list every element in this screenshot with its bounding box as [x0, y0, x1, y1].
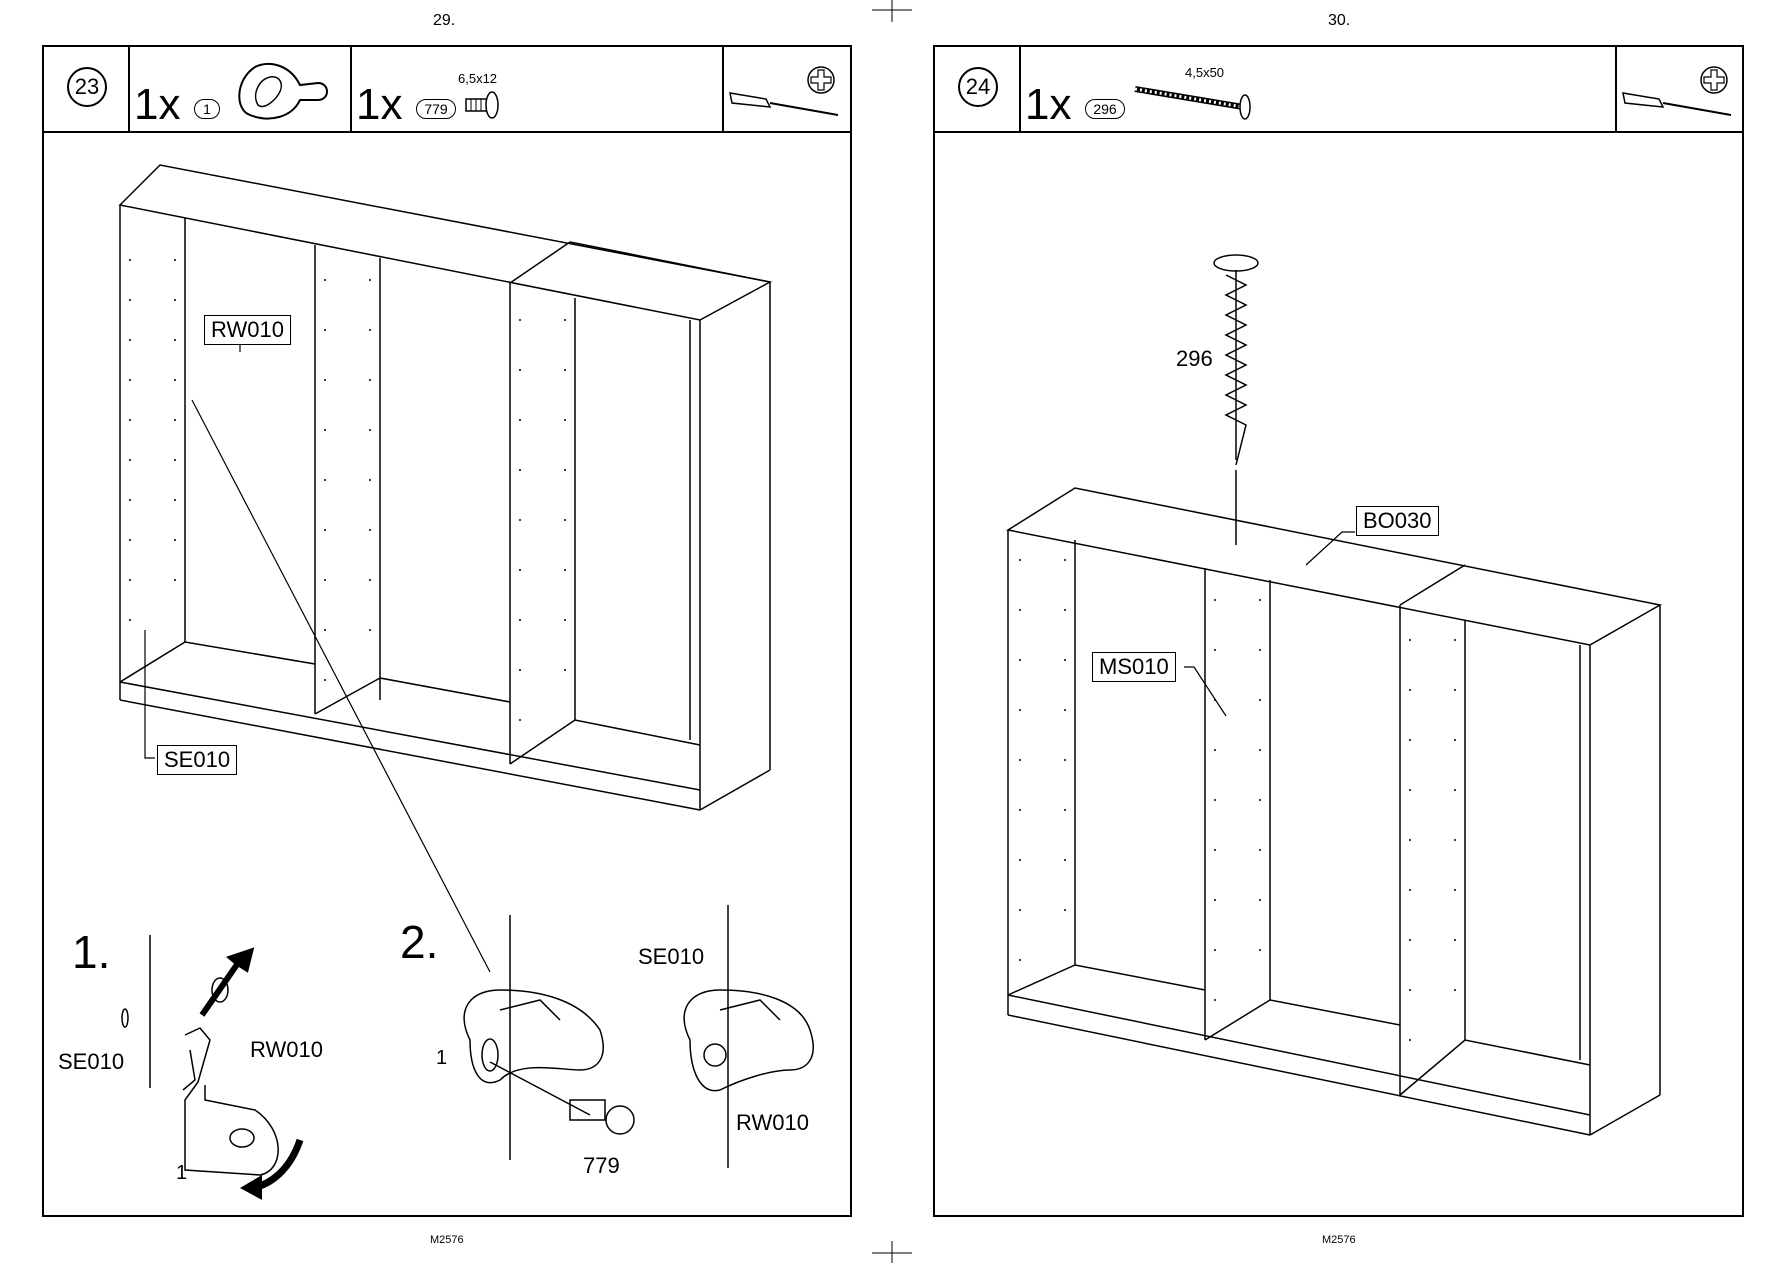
phillips-head-icon — [1700, 66, 1728, 94]
label-se010: SE010 — [157, 745, 238, 775]
part-number: 779 — [416, 99, 456, 119]
part-qty: 1x — [356, 80, 403, 129]
part-cell-1: 1x 296 4,5x50 — [1021, 47, 1617, 131]
part-number: 1 — [194, 99, 220, 119]
label-bo030: BO030 — [1356, 506, 1439, 536]
left-header: 23 1x 1 1x 779 6,5x12 — [44, 47, 850, 133]
step-number: 23 — [67, 67, 107, 107]
detail-2-rw-label: RW010 — [736, 1110, 809, 1135]
screwdriver-icon — [1622, 92, 1732, 116]
detail-1-number: 1. — [72, 926, 111, 978]
detail-1-part-label: 1 — [176, 1162, 188, 1184]
detail-2-part-label: 1 — [436, 1047, 448, 1069]
bracket-icon — [238, 63, 328, 120]
detail-1-se-label: SE010 — [58, 1049, 125, 1074]
part-qty: 1x — [1025, 80, 1072, 129]
right-step-panel: 24 1x 296 4,5x50 — [933, 45, 1744, 1217]
wardrobe-drawing-left — [118, 164, 773, 973]
part-cell-1: 1x 1 — [130, 47, 352, 131]
detail-2-number: 2. — [400, 916, 439, 968]
tool-cell — [724, 47, 850, 131]
screwdriver-icon — [729, 92, 839, 116]
detail-1-drawing — [121, 935, 304, 1200]
right-header: 24 1x 296 4,5x50 — [935, 47, 1742, 133]
right-page-number: 30. — [1328, 12, 1351, 29]
left-footer-code: M2576 — [430, 1234, 464, 1246]
part-number: 296 — [1085, 99, 1125, 119]
left-page-number: 29. — [433, 12, 456, 29]
label-ms010: MS010 — [1092, 652, 1176, 682]
part-cell-2: 1x 779 6,5x12 — [352, 47, 724, 131]
label-rw010: RW010 — [204, 315, 291, 345]
screw-label-296: 296 — [1176, 346, 1213, 371]
part-size: 4,5x50 — [1185, 65, 1225, 80]
step-cell: 24 — [935, 47, 1021, 131]
left-step-panel: 23 1x 1 1x 779 6,5x12 — [42, 45, 852, 1217]
long-screw-icon — [1134, 86, 1251, 120]
phillips-head-icon — [807, 66, 835, 94]
step-cell: 23 — [44, 47, 130, 131]
detail-2-screw-label: 779 — [583, 1153, 620, 1178]
part-size: 6,5x12 — [458, 71, 498, 86]
detail-2-se-label: SE010 — [638, 944, 705, 969]
step-number: 24 — [958, 67, 998, 107]
detail-2-drawing — [463, 905, 814, 1168]
short-screw-icon — [465, 91, 499, 119]
detail-1-rw-label: RW010 — [250, 1037, 323, 1062]
part-qty: 1x — [134, 80, 181, 129]
right-footer-code: M2576 — [1322, 1234, 1356, 1246]
tool-cell — [1617, 47, 1742, 131]
